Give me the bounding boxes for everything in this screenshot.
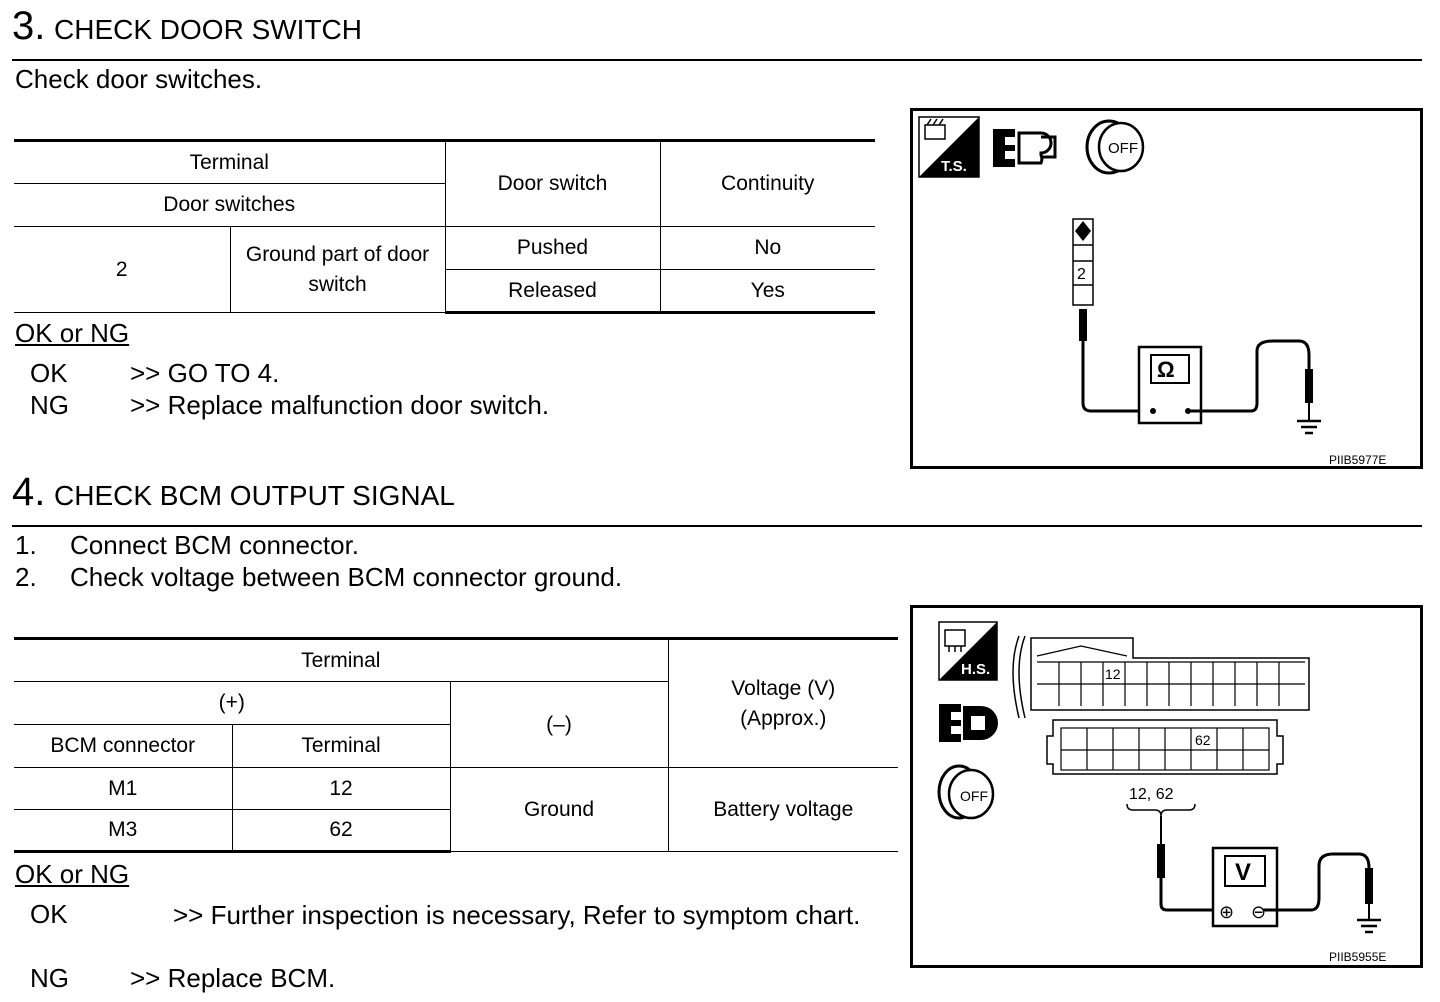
cell-continuity-yes: Yes (659, 269, 875, 314)
probe-black (1305, 369, 1313, 403)
header-terminal: Terminal (14, 637, 669, 682)
step-3-number: 3. (12, 4, 46, 48)
connector-icon (993, 129, 1057, 167)
bcm-voltage-table: Terminal Voltage (V) (Approx.) (+) (–) B… (14, 637, 898, 853)
header-door-switch: Door switch (444, 139, 661, 227)
connector-m1: 12 (1030, 637, 1310, 711)
step-4-step-1-num: 1. (15, 530, 37, 560)
ohm-symbol: Ω (1157, 357, 1175, 382)
step-4-step-1-text: Connect BCM connector. (70, 530, 360, 560)
cell-terminal-number: 2 (14, 226, 231, 313)
header-plus: (+) (14, 681, 451, 725)
step-4-ng-value: >> Replace BCM. (130, 963, 336, 993)
header-bcm-connector: BCM connector (14, 724, 233, 768)
step-3-result-heading: OK or NG (15, 318, 130, 348)
step-4-step-2-text: Check voltage between BCM connector grou… (70, 562, 623, 592)
plus-terminal: ⊕ (1219, 902, 1234, 923)
step-3-divider (12, 59, 1422, 61)
step-3-ng-value: >> Replace malfunction door switch. (130, 390, 550, 420)
volt-symbol: V (1235, 859, 1251, 886)
terminal-2-label: 2 (1077, 266, 1086, 283)
step-3-ok-key: OK (30, 358, 68, 388)
step-4-ok-value: >> Further inspection is necessary, Refe… (173, 900, 861, 930)
step-4-ok-key: OK (30, 899, 68, 929)
header-terminal: Terminal (14, 139, 446, 184)
cell-state-released: Released (444, 269, 661, 314)
probe-label: 12, 62 (1129, 786, 1174, 803)
step-4-number: 4. (12, 470, 46, 514)
step-3-ok-value: >> GO TO 4. (130, 358, 280, 388)
door-switch-continuity-diagram: T.S. OFF 2 Ω (910, 108, 1423, 469)
pin-62-label: 62 (1195, 732, 1211, 748)
minus-terminal: ⊖ (1251, 902, 1266, 923)
cell-battery-voltage: Battery voltage (667, 767, 898, 852)
probe-red (1157, 844, 1165, 878)
ignition-off-icon: OFF (937, 764, 995, 820)
connector-m3: 62 (1046, 719, 1284, 775)
step-4-title: CHECK BCM OUTPUT SIGNAL (54, 480, 455, 511)
step-4-ng-key: NG (30, 963, 69, 993)
step-3-ng-key: NG (30, 390, 69, 420)
door-switch-table: Terminal Door switch Continuity Door swi… (14, 139, 875, 314)
diagram-svg: T.S. OFF 2 Ω (918, 116, 1321, 435)
hs-icon-label: H.S. (961, 661, 990, 678)
cell-ground: Ground (449, 767, 669, 852)
diagram-svg: H.S. OFF (937, 621, 1381, 934)
header-terminal-2: Terminal (231, 724, 451, 768)
off-label: OFF (1108, 140, 1138, 157)
step-4-step-2-num: 2. (15, 562, 37, 592)
step-3-title: CHECK DOOR SWITCH (54, 14, 362, 45)
cell-connector-m3: M3 (14, 809, 233, 853)
ts-icon: T.S. (918, 116, 980, 178)
ground-icon (1357, 918, 1381, 934)
probe-red (1079, 309, 1087, 341)
cell-connector-m1: M1 (14, 767, 233, 810)
hs-icon: H.S. (938, 621, 998, 681)
cell-continuity-no: No (659, 226, 875, 270)
step-3-intro: Check door switches. (15, 64, 263, 94)
cell-terminal-62: 62 (231, 809, 451, 853)
door-switch-connector: 2 (1072, 218, 1094, 306)
cell-terminal-12: 12 (231, 767, 451, 810)
voltmeter: V ⊕ ⊖ (1211, 846, 1279, 928)
cell-state-pushed: Pushed (444, 226, 661, 270)
header-door-switches: Door switches (14, 183, 446, 227)
ts-icon-label: T.S. (941, 158, 967, 175)
ignition-off-icon: OFF (1085, 119, 1145, 175)
ground-icon (1297, 419, 1321, 435)
header-continuity: Continuity (659, 139, 875, 227)
header-voltage: Voltage (V) (Approx.) (667, 637, 898, 768)
connector-icon (939, 704, 998, 742)
off-label: OFF (960, 788, 988, 804)
figure-code: PIIB5955E (1329, 950, 1387, 964)
pin-12-label: 12 (1105, 666, 1121, 682)
bcm-voltage-diagram: H.S. OFF (910, 605, 1423, 968)
figure-code: PIIB5977E (1329, 453, 1387, 467)
header-minus: (–) (449, 681, 669, 768)
step-4-result-heading: OK or NG (15, 859, 130, 889)
step-4-divider (12, 525, 1422, 527)
probe-black (1365, 868, 1373, 904)
cell-ground-part: Ground part of door switch (229, 226, 446, 313)
